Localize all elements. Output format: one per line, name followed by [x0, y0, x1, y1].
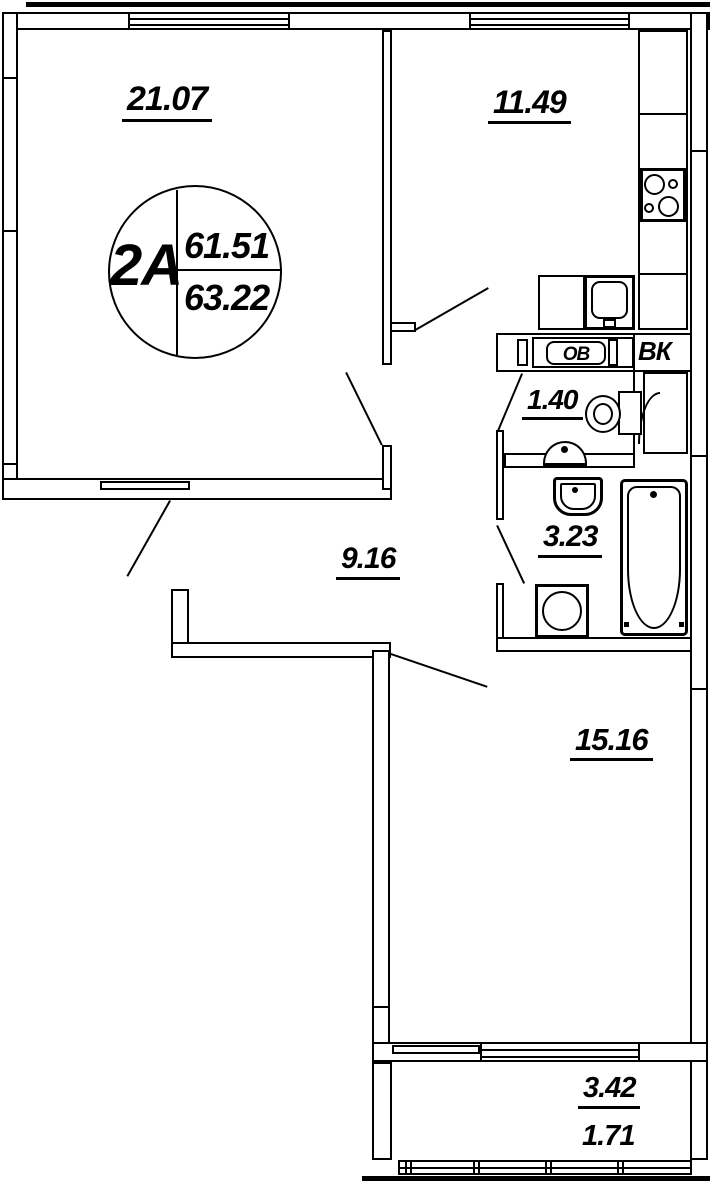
balcony-glazing-mullion: [545, 1160, 547, 1175]
wc-sink-knob: [561, 446, 568, 453]
bathtub-foot: [624, 622, 629, 627]
entrance-door-leaf: [126, 500, 171, 577]
balcony-glazing-mullion: [478, 1160, 480, 1175]
heating-riser-post: [608, 339, 618, 366]
window-glazing-line: [130, 18, 288, 20]
stove-burner: [668, 179, 678, 189]
bathroom-area-label: 3.23: [538, 522, 603, 558]
window-glazing-line: [482, 1056, 638, 1058]
washing-machine-drum: [542, 591, 582, 631]
balcony-glazing-mullion: [622, 1160, 624, 1175]
unit-label: 2А: [110, 233, 183, 298]
wc-area-label: 1.40: [522, 386, 583, 420]
washbasin-drain: [572, 487, 578, 493]
balcony-glazing-mullion: [405, 1160, 407, 1175]
window-glazing-line: [471, 24, 628, 26]
unit-stamp-divider-vertical: [176, 190, 178, 355]
washbasin-inner: [560, 483, 596, 510]
wall-joint: [690, 688, 708, 690]
unit-stamp-divider-horizontal: [177, 269, 282, 271]
stove-burner: [644, 203, 654, 213]
wc-sink-icon: [543, 441, 587, 466]
wall: [690, 12, 708, 1160]
bathtub-inner: [627, 486, 681, 629]
balcony-glazing-mullion: [473, 1160, 475, 1175]
balcony-outer-edge: [362, 1176, 710, 1181]
wall: [171, 642, 391, 658]
kitchen-counter: [538, 275, 585, 330]
window-glazing-line: [471, 18, 628, 20]
living-room-door-leaf: [345, 372, 383, 446]
balcony-glazing-mullion: [617, 1160, 619, 1175]
wall-joint: [690, 455, 708, 457]
heating-riser-post: [517, 339, 528, 366]
balcony-glazing-mullion: [410, 1160, 412, 1175]
bedroom-door-leaf: [390, 653, 488, 688]
toilet-tank: [618, 391, 642, 435]
counter-joint: [638, 113, 688, 115]
toilet-bowl-inner: [593, 403, 613, 425]
heating-riser-label: ОВ: [562, 344, 591, 365]
wall: [2, 478, 392, 500]
bedroom-area-label: 15.16: [570, 724, 653, 761]
stove-burner: [644, 174, 665, 195]
balcony-door-threshold: [392, 1045, 480, 1054]
counter-joint: [638, 273, 688, 275]
wall: [496, 430, 504, 520]
water-riser-label: ВК: [638, 336, 672, 366]
balcony-area-full-label: 3.42: [578, 1074, 641, 1109]
wall: [26, 2, 710, 7]
living-area-value: 61.51: [184, 225, 270, 266]
wall: [100, 481, 190, 490]
bathroom-door-leaf: [496, 525, 526, 584]
window: [128, 12, 290, 30]
bathtub-foot: [679, 622, 684, 627]
wall: [382, 30, 392, 365]
heating-riser-label-box: ОВ: [546, 341, 606, 365]
window: [480, 1042, 640, 1062]
kitchen-area-label: 11.49: [488, 86, 571, 124]
wall-joint: [372, 1006, 390, 1008]
kitchen-sink-basin: [591, 281, 628, 319]
wall-joint: [690, 150, 708, 152]
window-glazing-line: [130, 24, 288, 26]
kitchen-faucet-base: [599, 327, 620, 330]
hallway-area-label: 9.16: [336, 544, 401, 580]
wall: [496, 637, 692, 652]
wc-door-leaf: [497, 373, 523, 432]
wall: [372, 650, 390, 1062]
stove-burner: [658, 196, 679, 217]
bathtub-drain: [650, 491, 657, 498]
living-room-area-label: 21.07: [122, 82, 213, 122]
wall: [2, 12, 18, 490]
unit-stamp-circle: [108, 185, 282, 359]
total-area-value: 63.22: [184, 277, 270, 318]
wall-joint: [2, 77, 18, 79]
wall-joint: [2, 463, 18, 465]
kitchen-door-leaf: [415, 287, 489, 331]
wall: [382, 445, 392, 490]
balcony-glazing-mullion: [550, 1160, 552, 1175]
wall: [171, 589, 189, 650]
wall: [372, 1062, 392, 1160]
window-glazing-line: [482, 1049, 638, 1051]
window: [469, 12, 630, 30]
wall-joint: [2, 230, 18, 232]
wall: [390, 322, 416, 332]
balcony-area-counted-label: 1.71: [582, 1120, 635, 1152]
